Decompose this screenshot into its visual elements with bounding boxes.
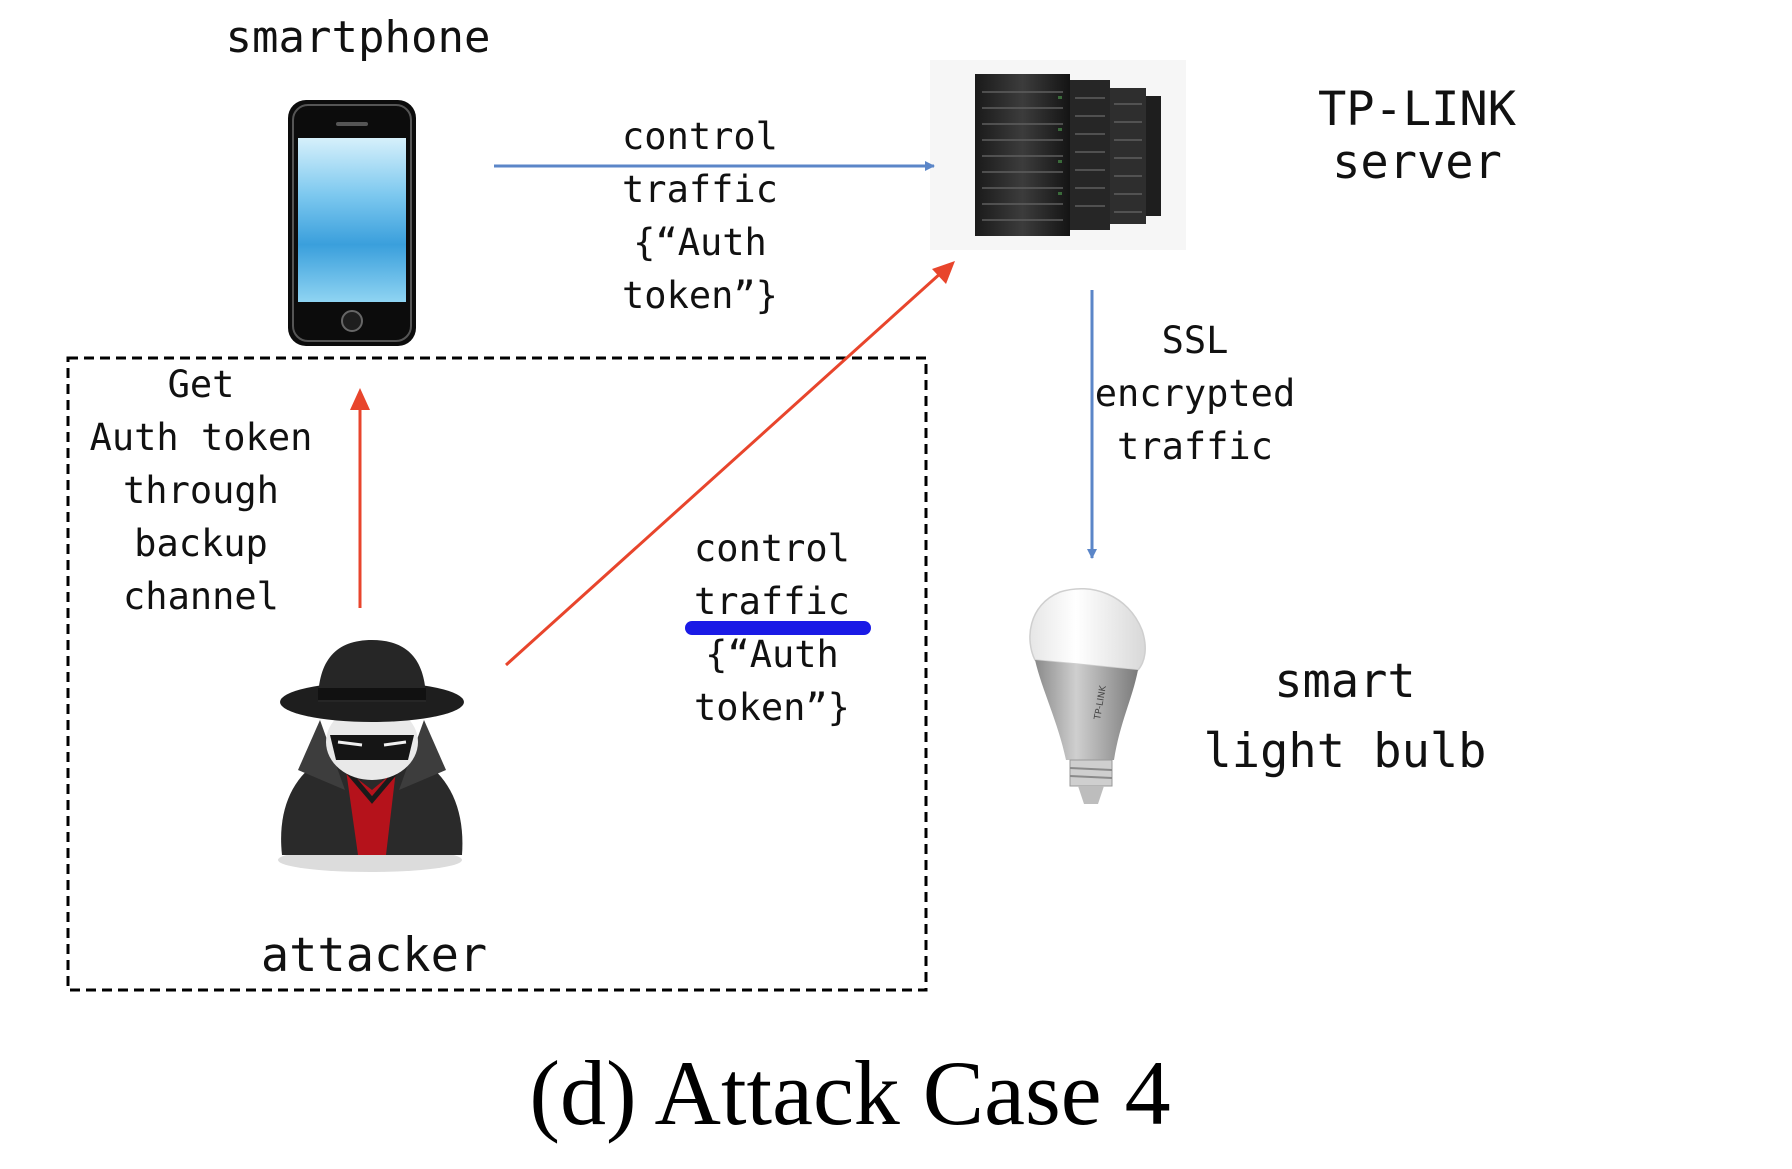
smartphone-icon	[288, 100, 416, 346]
server-rack-icon	[930, 60, 1186, 250]
figure-caption: (d) Attack Case 4	[529, 1042, 1171, 1144]
attacker-label: attacker	[260, 928, 488, 983]
attacker-to-phone-arrow	[350, 388, 370, 608]
attacker-to-server-label: control traffic {“Auth token”}	[694, 527, 850, 729]
attacker-to-server-arrow	[504, 261, 955, 667]
attacker-icon	[278, 640, 464, 872]
server-label: TP-LINK server	[1317, 82, 1517, 190]
bulb-label: smart light bulb	[1203, 654, 1487, 779]
smartphone-label: smartphone	[225, 12, 491, 63]
attacker-zone-box	[66, 356, 928, 992]
attacker-to-phone-label: Get Auth token through backup channel	[89, 363, 313, 618]
server-to-bulb-label: SSL encrypted traffic	[1094, 319, 1296, 468]
phone-to-server-label: control traffic {“Auth token”}	[622, 115, 778, 317]
light-bulb-icon: TP-LINK	[1029, 588, 1146, 804]
